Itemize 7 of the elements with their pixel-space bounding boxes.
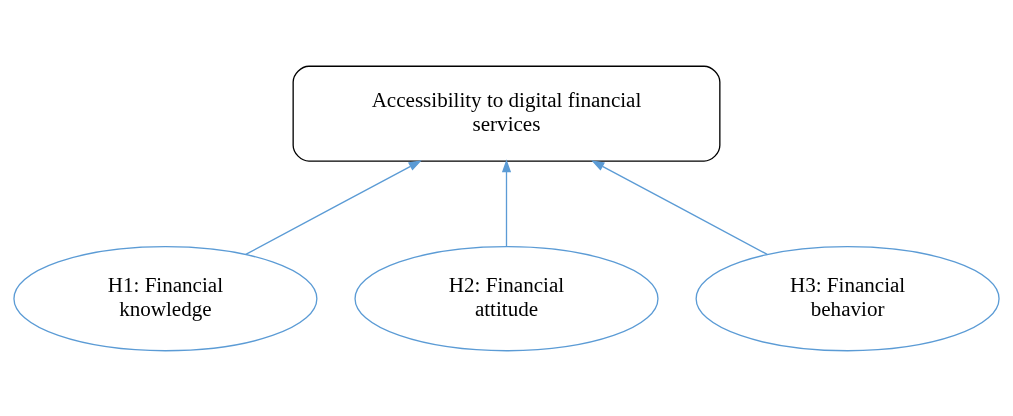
arrow xyxy=(501,158,512,247)
node-ellipse: H2: Financial attitude xyxy=(354,245,659,351)
node-ellipse: H1: Financial knowledge xyxy=(13,245,318,351)
arrow xyxy=(591,159,768,255)
node-ellipse: H3: Financial behavior xyxy=(695,245,1000,351)
node-box: Accessibility to digital financial services xyxy=(292,65,721,162)
arrow xyxy=(245,159,422,255)
